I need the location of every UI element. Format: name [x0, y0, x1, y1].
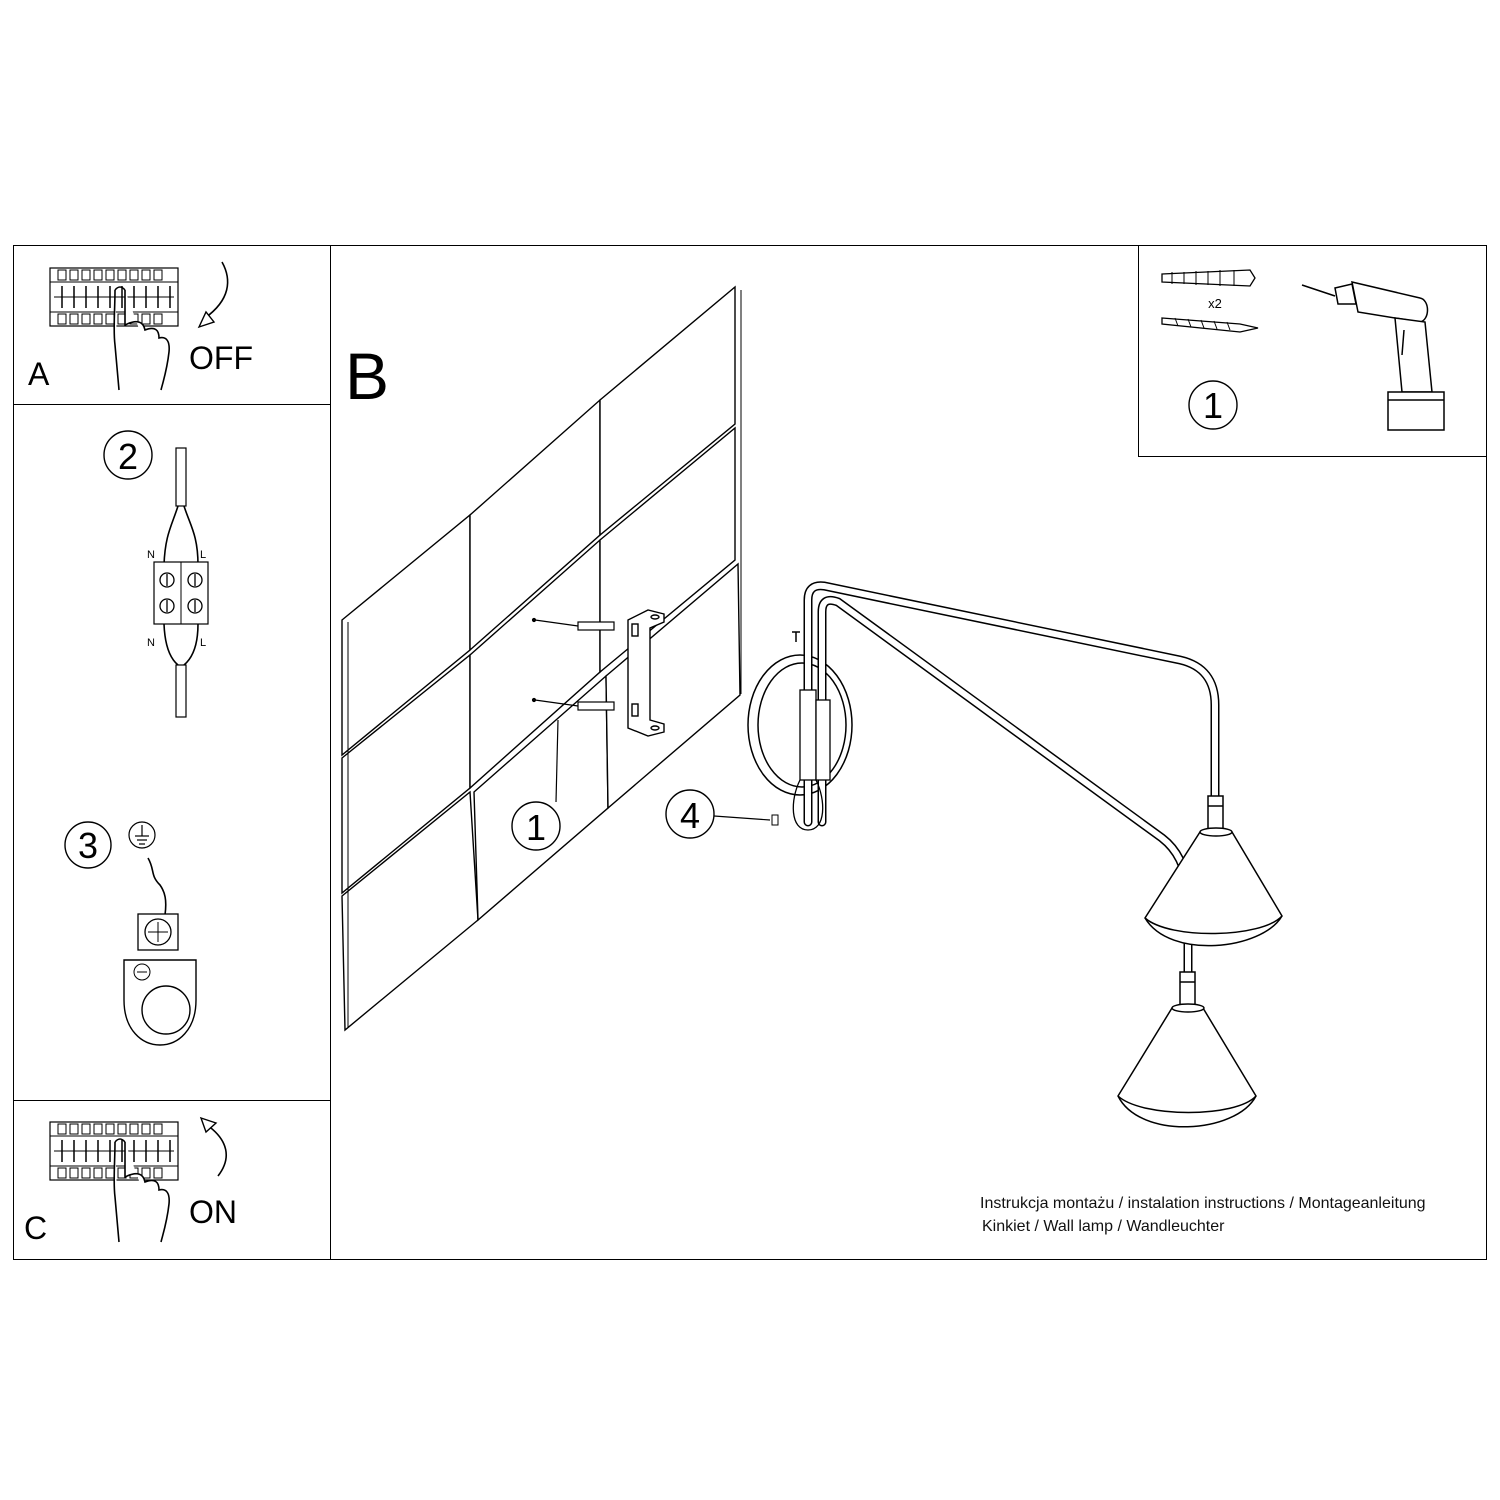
breaker-panel-on — [49, 1116, 227, 1243]
on-label: ON — [189, 1194, 237, 1230]
tools-illustration: x2 1 — [1161, 269, 1445, 431]
upper-lamp-shade — [1144, 795, 1283, 947]
wire-label-n-top: N — [147, 549, 155, 561]
mounting-bracket — [627, 609, 665, 737]
step-1-number: 1 — [1203, 385, 1223, 426]
panel-a-letter: A — [28, 356, 50, 392]
wire-label-l-top: L — [200, 549, 206, 561]
left-column-frame — [13, 245, 331, 1260]
step-2-number: 2 — [118, 436, 138, 477]
breaker-panel-off — [49, 261, 229, 391]
panel-b-letter: B — [345, 339, 390, 413]
wall-tiles — [341, 285, 741, 1032]
lower-lamp-shade — [1117, 971, 1257, 1128]
quantity-label: x2 — [1208, 296, 1222, 311]
ground-connection: 3 — [64, 821, 197, 1046]
panel-c-letter: C — [24, 1210, 48, 1246]
drill-icon — [1301, 281, 1445, 431]
wall-step-1-number: 1 — [526, 807, 546, 848]
screw-icon — [1161, 317, 1259, 333]
caption-line-1: Instrukcja montażu / instalation instruc… — [980, 1195, 1426, 1212]
tools-panel-frame — [1138, 245, 1487, 457]
step-3-number: 3 — [78, 825, 98, 866]
wiring-diagram: 2 N L N L — [103, 430, 209, 718]
off-label: OFF — [189, 340, 253, 376]
wire-label-n-bottom: N — [147, 637, 155, 649]
caption-line-2: Kinkiet / Wall lamp / Wandleuchter — [982, 1218, 1225, 1235]
wall-screws — [531, 617, 615, 711]
wire-label-l-bottom: L — [200, 637, 206, 649]
step-4-number: 4 — [680, 795, 700, 836]
